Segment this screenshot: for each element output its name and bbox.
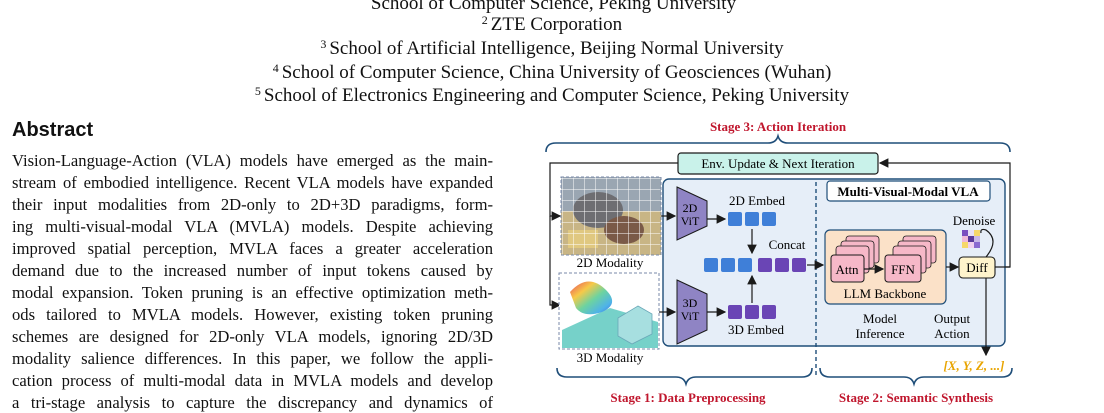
- model-inference-label-2: Inference: [855, 326, 904, 341]
- abstract-line: ods tailored to MVLA models. However, ex…: [12, 305, 493, 324]
- stage1-brace: [556, 367, 813, 387]
- 2d-vit-label-2: ViT: [681, 214, 700, 228]
- abstract-line: ing multi-visual-modal VLA (MVLA) models…: [12, 217, 493, 236]
- env-to-3d-arrow: [549, 216, 562, 310]
- attn-stack: [830, 235, 880, 283]
- attn-label: Attn: [835, 262, 859, 277]
- abstract-line: cation process of multi-modal data in MV…: [12, 371, 493, 390]
- 2d-embed-tokens: [728, 212, 776, 226]
- 2d-modality-image: [560, 176, 662, 256]
- output-vector: [X, Y, Z, ...]: [943, 358, 1004, 373]
- 2d-embed-label: 2D Embed: [729, 193, 785, 208]
- output-action-label-2: Action: [934, 326, 970, 341]
- diff-label: Diff: [966, 260, 988, 275]
- affiliation-1: School of Computer Science, Peking Unive…: [370, 0, 737, 14]
- abstract-line: improved spatial perception, MVLA faces …: [12, 239, 493, 258]
- abstract-line: a tri-stage analysis to capture the disc…: [12, 393, 493, 412]
- 2d-vit-block: [676, 186, 708, 241]
- 3d-vit-label-1: 3D: [683, 296, 698, 310]
- denoise-loop-arrow: [980, 228, 994, 258]
- 3d-modality-label: 3D Modality: [577, 350, 644, 365]
- mvla-title-box: [826, 180, 991, 202]
- abstract-line: their input modalities from 2D-only to 2…: [12, 195, 493, 214]
- stage3-brace: [545, 133, 1011, 153]
- 3d-embed-label: 3D Embed: [728, 322, 784, 337]
- abstract-line: demand due to the increased number of in…: [12, 261, 493, 280]
- stage2-title: Stage 2: Semantic Synthesis: [839, 390, 993, 405]
- abstract-line: stream of embodied intelligence. Recent …: [12, 173, 493, 192]
- concat-label: Concat: [769, 237, 806, 252]
- denoise-label: Denoise: [953, 213, 996, 228]
- ffn-stack: [884, 235, 937, 283]
- 3d-embed-tokens: [728, 305, 776, 319]
- abstract-heading: Abstract: [12, 119, 94, 141]
- 2d-vit-label-1: 2D: [683, 201, 698, 215]
- 3d-vit-block: [676, 279, 708, 345]
- 2d-modality-label: 2D Modality: [577, 255, 644, 270]
- abstract-line: schemes are designed for 2D-only VLA mod…: [12, 327, 493, 346]
- stage3-title: Stage 3: Action Iteration: [710, 119, 847, 134]
- stage1-title: Stage 1: Data Preprocessing: [610, 390, 766, 405]
- mvla-title: Multi-Visual-Modal VLA: [837, 184, 979, 199]
- abstract-line: Vision-Language-Action (VLA) models have…: [12, 151, 493, 170]
- abstract-line: modality salience differences. In this p…: [12, 349, 493, 368]
- concat-tokens: [704, 258, 806, 272]
- output-action-label-1: Output: [934, 311, 971, 326]
- stage2-brace: [819, 367, 1013, 387]
- env-update-label: Env. Update & Next Iteration: [701, 156, 855, 171]
- mvla-pipeline-figure: Stage 3: Action Iteration Env. Update & …: [545, 119, 1013, 405]
- ffn-label: FFN: [891, 262, 915, 277]
- noise-icon: [962, 230, 980, 248]
- 3d-vit-label-2: ViT: [681, 309, 700, 323]
- abstract-line: modal expansion. Token pruning is an eff…: [12, 283, 493, 302]
- 3d-modality-image: [558, 272, 660, 350]
- llm-backbone-label: LLM Backbone: [844, 286, 927, 301]
- env-to-2d-arrow: [549, 162, 678, 221]
- model-inference-label-1: Model: [863, 311, 897, 326]
